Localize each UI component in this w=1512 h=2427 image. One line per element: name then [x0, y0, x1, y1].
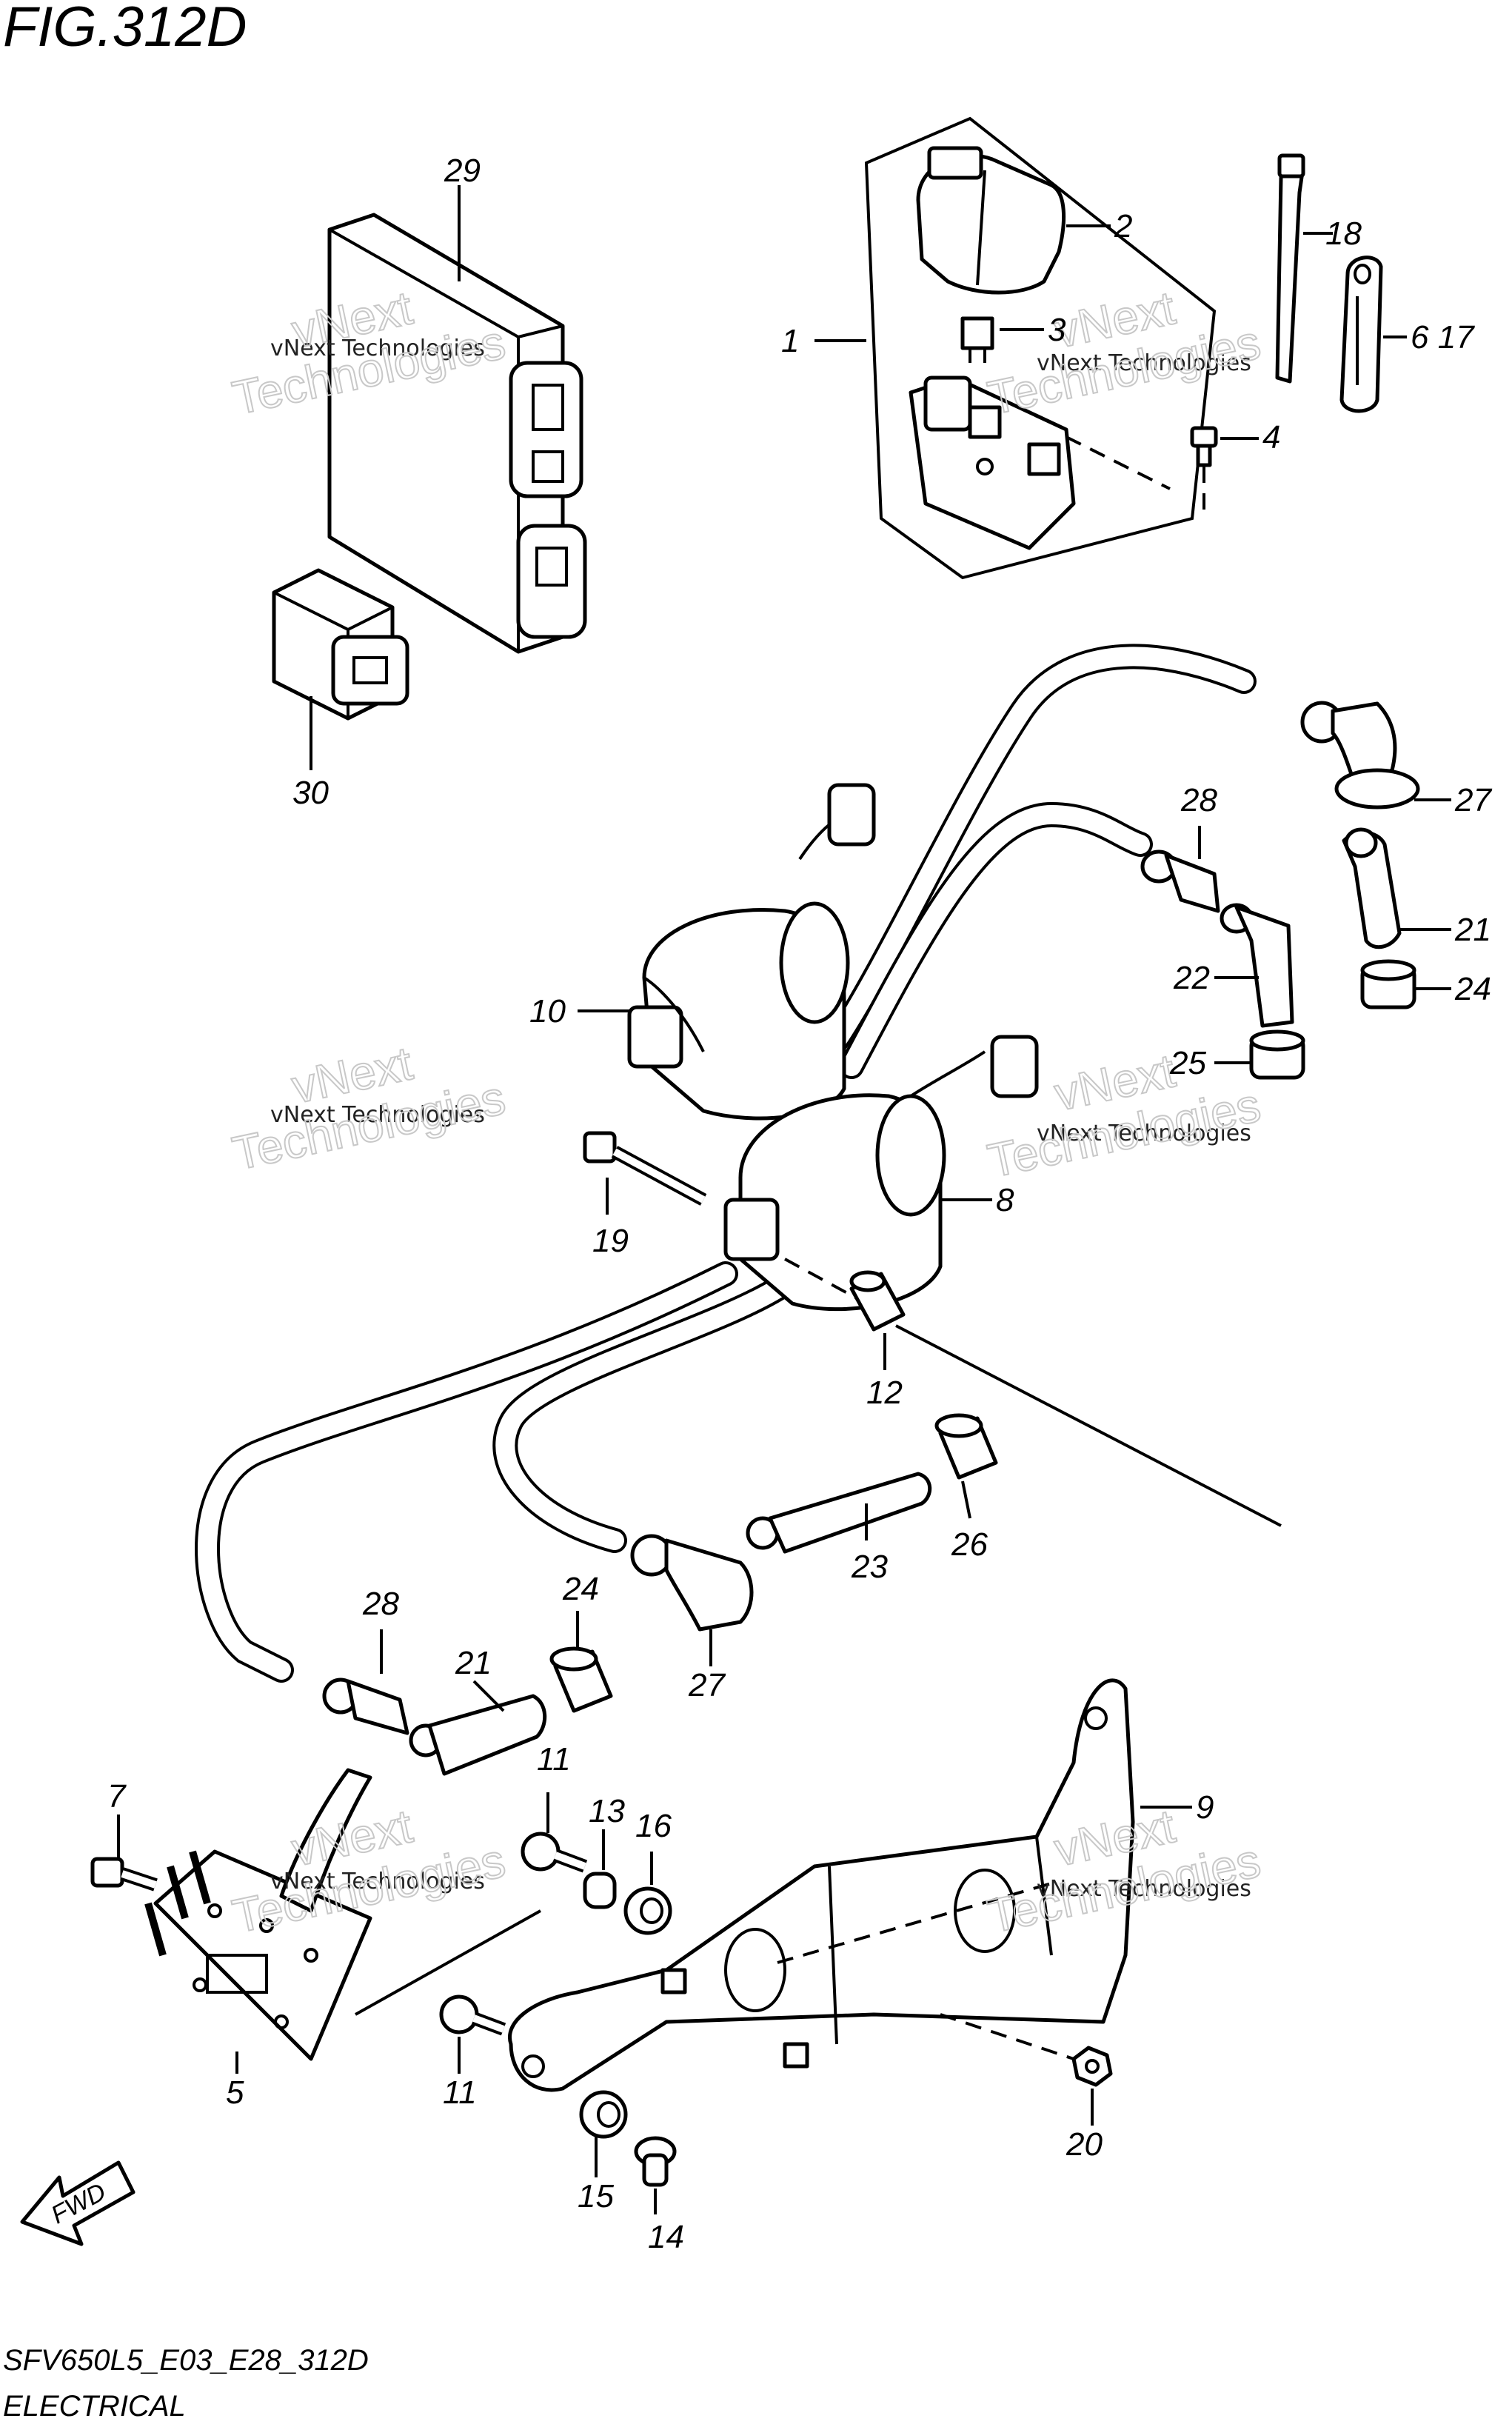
collar-part-13 — [583, 1872, 617, 1909]
watermark-text-1: vNext Technologies — [270, 335, 485, 361]
bolt-part-19 — [583, 1131, 707, 1206]
callout-4: 4 — [1262, 419, 1280, 455]
forward-arrow-icon: FWD — [20, 2160, 136, 2246]
plug-cap-part-21-lower — [409, 1694, 547, 1776]
callout-16: 16 — [635, 1808, 672, 1844]
callout-24-lower: 24 — [562, 1571, 599, 1607]
collar-part-14 — [634, 2136, 677, 2187]
plug-cap-part-28-lower — [322, 1677, 409, 1735]
callout-7: 7 — [107, 1778, 127, 1815]
callout-21-upper: 21 — [1454, 912, 1491, 948]
fuse-box-cover-part-2 — [916, 146, 1066, 295]
relay-part-30 — [272, 568, 409, 721]
boot-part-25 — [1249, 1029, 1305, 1080]
callout-27-lower: 27 — [688, 1667, 726, 1703]
callout-11-upper: 11 — [537, 1741, 571, 1777]
ignition-coil-part-10 — [627, 783, 876, 1121]
callout-24-upper: 24 — [1454, 971, 1491, 1007]
fuse-box-base — [909, 375, 1076, 550]
leader-26 — [961, 1480, 971, 1519]
callout-1: 1 — [781, 323, 799, 359]
screw-part-4 — [1190, 426, 1218, 511]
plug-cap-part-23 — [746, 1472, 932, 1554]
figure-section: ELECTRICAL — [3, 2390, 186, 2423]
fuse-part-3 — [960, 316, 994, 363]
callout-21-lower: 21 — [455, 1645, 492, 1681]
nut-part-20 — [1071, 2046, 1113, 2087]
callout-labels: 29 2 18 1 3 6 17 4 30 27 28 21 10 22 24 … — [107, 153, 1492, 2255]
callout-28-upper: 28 — [1180, 782, 1217, 818]
callout-9: 9 — [1196, 1789, 1214, 1826]
callout-5: 5 — [226, 2074, 244, 2111]
callout-12: 12 — [866, 1375, 903, 1411]
callout-14: 14 — [648, 2219, 684, 2255]
callout-10: 10 — [529, 993, 566, 1029]
bolt-part-7 — [90, 1857, 158, 1892]
fuse-box-kit-outline — [864, 116, 1217, 580]
callout-27-upper: 27 — [1454, 782, 1492, 818]
clamp-part-6-17 — [1339, 256, 1383, 413]
watermark-text-3: vNext Technologies — [270, 1102, 485, 1128]
callout-19: 19 — [592, 1223, 629, 1259]
spacer-part-12 — [849, 1270, 906, 1332]
callout-13: 13 — [589, 1793, 625, 1829]
plug-cap-part-21-upper — [1342, 827, 1402, 949]
figure-title: FIG.312D — [3, 0, 247, 59]
watermark-text-6: vNext Technologies — [1037, 1876, 1251, 1902]
watermark-text-5: vNext Technologies — [270, 1869, 485, 1894]
callout-15: 15 — [578, 2178, 614, 2214]
boot-part-26 — [934, 1413, 998, 1480]
grommet-part-15 — [579, 2090, 628, 2139]
regulator-part-5 — [144, 1768, 372, 2061]
frame-line-12 — [895, 1324, 1282, 1527]
watermark-text-4: vNext Technologies — [1037, 1121, 1251, 1146]
plug-cap-part-22 — [1220, 903, 1294, 1028]
cable-tie-part-18 — [1275, 153, 1305, 384]
callout-3: 3 — [1048, 312, 1066, 348]
callout-26: 26 — [951, 1526, 988, 1563]
callout-28-lower: 28 — [362, 1586, 399, 1622]
frame-line-5 — [355, 1909, 541, 2016]
fuse-box-dash — [1066, 435, 1171, 490]
leader-21-lower — [472, 1680, 505, 1712]
callout-2: 2 — [1114, 208, 1132, 244]
bolt-part-11-lower — [439, 1994, 506, 2036]
nut-dash — [940, 2013, 1074, 2060]
callout-18: 18 — [1325, 216, 1362, 252]
callout-8: 8 — [996, 1182, 1014, 1218]
ecm-unit-part-29 — [327, 213, 587, 654]
bracket-part-9 — [508, 1678, 1135, 2092]
callout-29: 29 — [444, 153, 481, 189]
figure-code: SFV650L5_E03_E28_312D — [3, 2344, 369, 2377]
callout-25: 25 — [1169, 1045, 1206, 1081]
ignition-coil-part-8 — [723, 1035, 1039, 1312]
plug-cap-part-28-upper — [1140, 849, 1220, 913]
boot-part-24-upper — [1360, 959, 1416, 1009]
grommet-part-16 — [623, 1886, 672, 1935]
callout-30: 30 — [292, 775, 329, 811]
callout-22: 22 — [1173, 960, 1210, 996]
boot-part-24-lower — [549, 1646, 613, 1713]
callout-23: 23 — [851, 1549, 888, 1585]
bracket-dash — [777, 1880, 1060, 1964]
plug-cap-part-27-upper — [1300, 701, 1420, 809]
callout-6-17: 6 17 — [1411, 319, 1475, 355]
plug-cap-part-27-lower — [630, 1534, 754, 1632]
bolt-part-11-upper — [521, 1832, 588, 1873]
callout-11-lower: 11 — [443, 2074, 477, 2111]
callout-20: 20 — [1066, 2126, 1103, 2163]
watermark-text-2: vNext Technologies — [1037, 350, 1251, 376]
